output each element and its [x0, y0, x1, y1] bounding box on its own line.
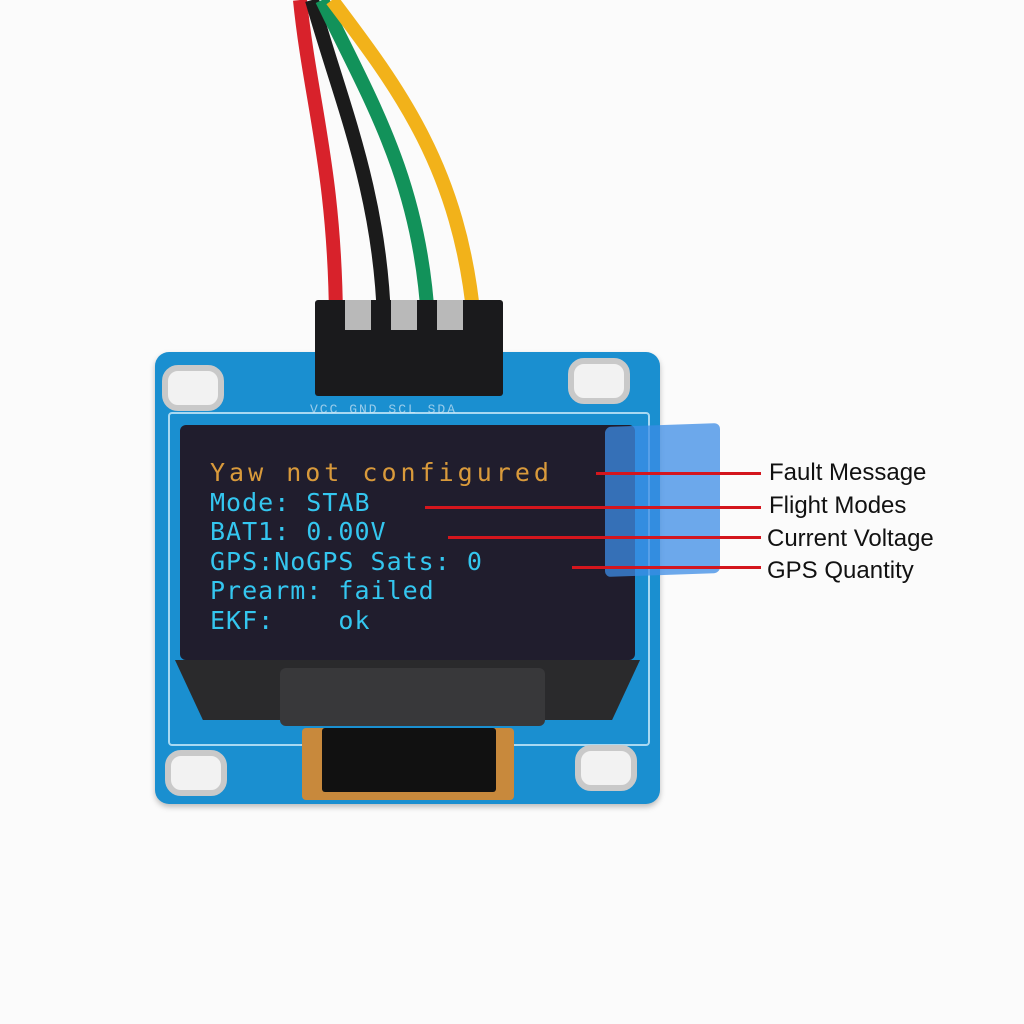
- annotation-fault-message: Fault Message: [769, 459, 927, 486]
- oled-text-lines: Yaw not configured Mode: STAB BAT1: 0.00…: [210, 458, 553, 635]
- header-pin: [437, 300, 463, 330]
- flight-mode-text: Mode: STAB: [210, 487, 371, 517]
- mounting-hole-top-left: [162, 365, 224, 411]
- annotation-gps-quantity: GPS Quantity: [767, 557, 914, 584]
- display-ribbon-cover: [280, 668, 545, 726]
- leader-line-fault: [596, 472, 761, 475]
- leader-line-gps: [572, 566, 761, 569]
- ekf-status-text: EKF: ok: [210, 605, 371, 635]
- pin-silkscreen-label: VCC GND SCL SDA: [310, 402, 458, 417]
- gps-status-text: GPS:NoGPS Sats: 0: [210, 546, 483, 576]
- battery-voltage-text: BAT1: 0.00V: [210, 517, 387, 546]
- annotation-current-voltage: Current Voltage: [767, 525, 934, 552]
- oled-screen: [180, 425, 635, 660]
- flex-cable-cover: [322, 728, 496, 792]
- header-pin: [345, 300, 371, 330]
- fault-message-text: Yaw not configured: [210, 458, 553, 487]
- header-pin: [391, 300, 417, 330]
- mounting-hole-bottom-left: [165, 750, 227, 796]
- leader-line-voltage: [448, 536, 761, 539]
- leader-line-mode: [425, 506, 761, 509]
- prearm-status-text: Prearm: failed: [210, 576, 435, 605]
- annotation-flight-modes: Flight Modes: [769, 492, 907, 519]
- protective-film-tab: [605, 422, 720, 578]
- pin-header-connector: [315, 300, 503, 396]
- mounting-hole-top-right: [568, 358, 630, 404]
- mounting-hole-bottom-right: [575, 745, 637, 791]
